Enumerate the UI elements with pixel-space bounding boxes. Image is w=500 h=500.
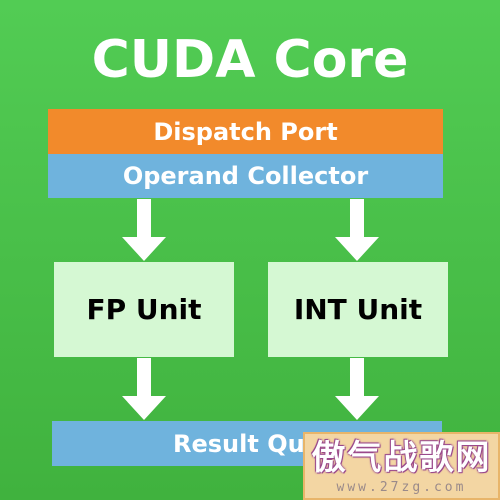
watermark-logo: 傲气战歌网 www.27zg.com: [303, 432, 500, 500]
int-unit-block: INT Unit: [268, 262, 448, 357]
fp-unit-block: FP Unit: [54, 262, 234, 357]
arrow-down-icon: [335, 358, 379, 420]
operand-collector-block: Operand Collector: [48, 154, 443, 198]
arrow-down-icon: [122, 199, 166, 261]
dispatch-port-label: Dispatch Port: [153, 117, 338, 146]
watermark-url: www.27zg.com: [336, 480, 467, 495]
fp-unit-label: FP Unit: [86, 293, 202, 326]
arrow-down-icon: [122, 358, 166, 420]
result-queue-label: Result Que: [173, 429, 321, 458]
int-unit-label: INT Unit: [293, 293, 423, 326]
arrow-down-icon: [335, 199, 379, 261]
diagram-title: CUDA Core: [91, 30, 409, 90]
watermark-brand: 傲气战歌网: [311, 438, 492, 478]
dispatch-port-block: Dispatch Port: [48, 109, 443, 154]
operand-collector-label: Operand Collector: [122, 162, 369, 190]
